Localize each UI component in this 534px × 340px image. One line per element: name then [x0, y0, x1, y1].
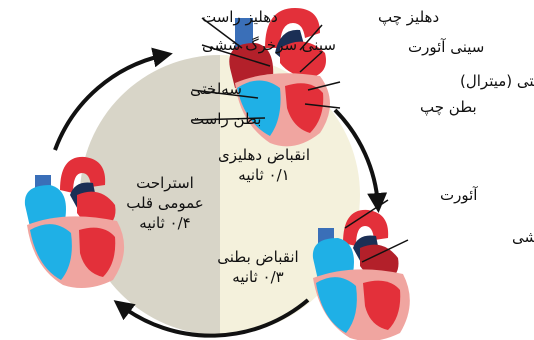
septum-line	[73, 231, 77, 283]
right-ventricle-shape	[316, 277, 357, 333]
label-aortic-valve: سینی آئورت	[408, 38, 484, 56]
septum-line	[358, 284, 362, 336]
label-right-atrium: دهلیز راست	[202, 8, 278, 26]
label-left-ventricle: بطن چپ	[420, 98, 477, 117]
phase-rest-name-line1: استراحت	[136, 174, 194, 192]
label-right-ventricle: بطن راست	[190, 110, 261, 128]
label-tricuspid-valve: سه‌لختی	[190, 80, 242, 98]
septum-line	[281, 86, 285, 136]
label-pulmonary-artery: سرخرگ ششی	[512, 228, 534, 246]
label-mitral-valve: دولختی (میترال)	[460, 72, 534, 90]
phase-rest-name-line2: عمومی قلب	[126, 194, 204, 212]
phase-atrial-duration: ۰/۱ ثانیه	[238, 166, 289, 184]
label-pulmonary-valve: سینی سرخرگ ششی	[202, 36, 336, 54]
phase-ventricular-name: انقباض بطنی	[217, 248, 298, 266]
heart-right-illustration	[313, 210, 410, 340]
phase-atrial-name: انقباض دهلیزی	[218, 146, 310, 164]
label-left-atrium: دهلیز چپ	[378, 8, 439, 27]
label-aorta: آئورت	[440, 186, 478, 204]
phase-rest-duration: ۰/۴ ثانیه	[139, 214, 190, 232]
phase-ventricular-duration: ۰/۳ ثانیه	[232, 268, 283, 286]
